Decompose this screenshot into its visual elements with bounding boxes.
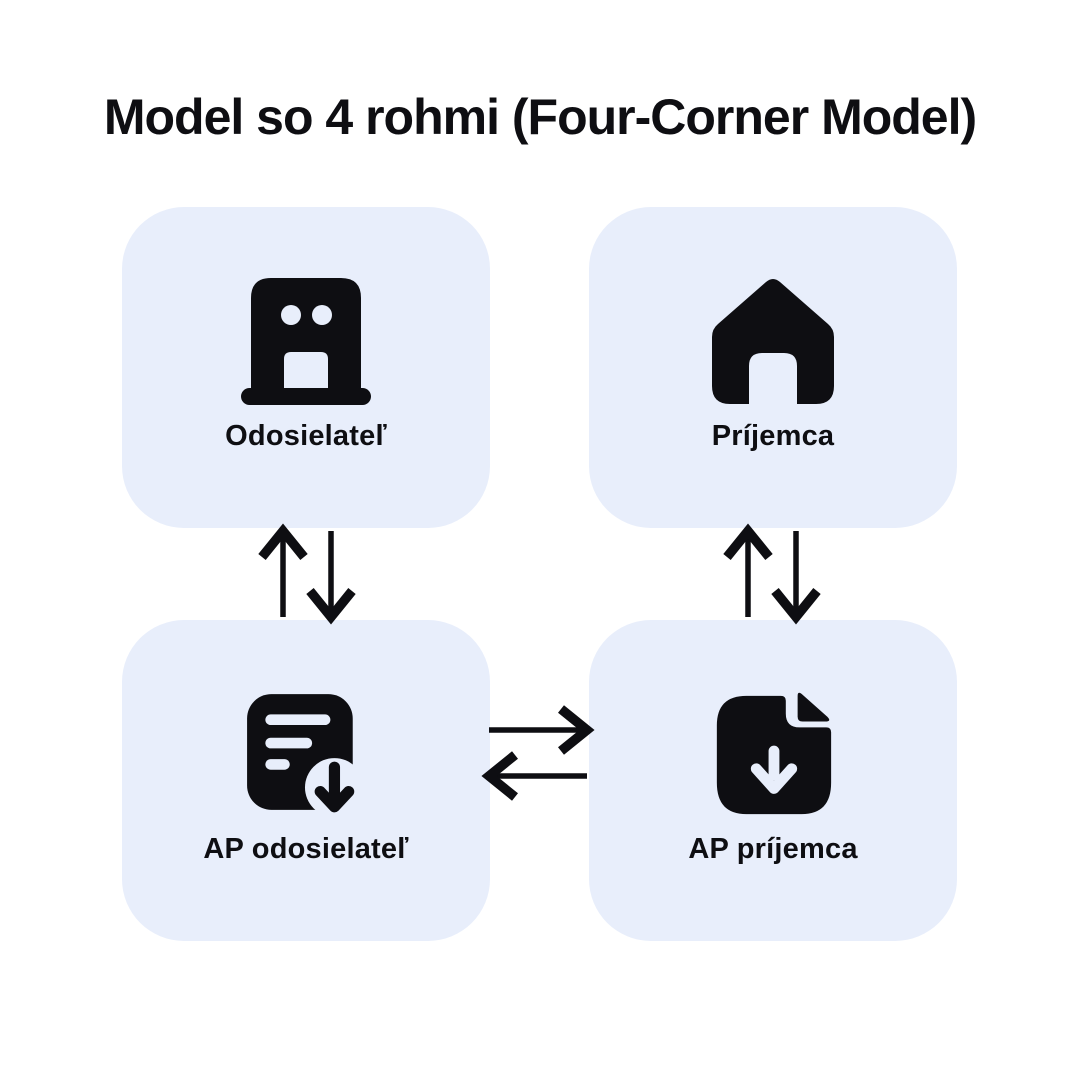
building-icon bbox=[239, 273, 373, 409]
arrow-down-left bbox=[306, 531, 356, 625]
arrow-down-right bbox=[771, 531, 821, 625]
node-label-prijemca: Príjemca bbox=[711, 420, 835, 452]
arrow-up-right bbox=[723, 523, 773, 617]
document-download-icon bbox=[243, 686, 369, 822]
node-label-odosielatel: Odosielateľ bbox=[225, 420, 387, 452]
arrow-left-middle bbox=[481, 751, 587, 801]
node-ap-odosielatel: AP odosielateľ bbox=[122, 620, 490, 941]
file-download-icon bbox=[707, 686, 839, 822]
arrow-up-left bbox=[258, 523, 308, 617]
diagram-title: Model so 4 rohmi (Four-Corner Model) bbox=[103, 89, 977, 145]
node-ap-prijemca: AP príjemca bbox=[589, 620, 957, 941]
node-label-ap-prijemca: AP príjemca bbox=[688, 833, 858, 865]
house-icon bbox=[706, 273, 840, 409]
node-odosielatel: Odosielateľ bbox=[122, 207, 490, 528]
node-prijemca: Príjemca bbox=[589, 207, 957, 528]
arrow-right-middle bbox=[489, 705, 595, 755]
node-label-ap-odosielatel: AP odosielateľ bbox=[203, 833, 409, 865]
